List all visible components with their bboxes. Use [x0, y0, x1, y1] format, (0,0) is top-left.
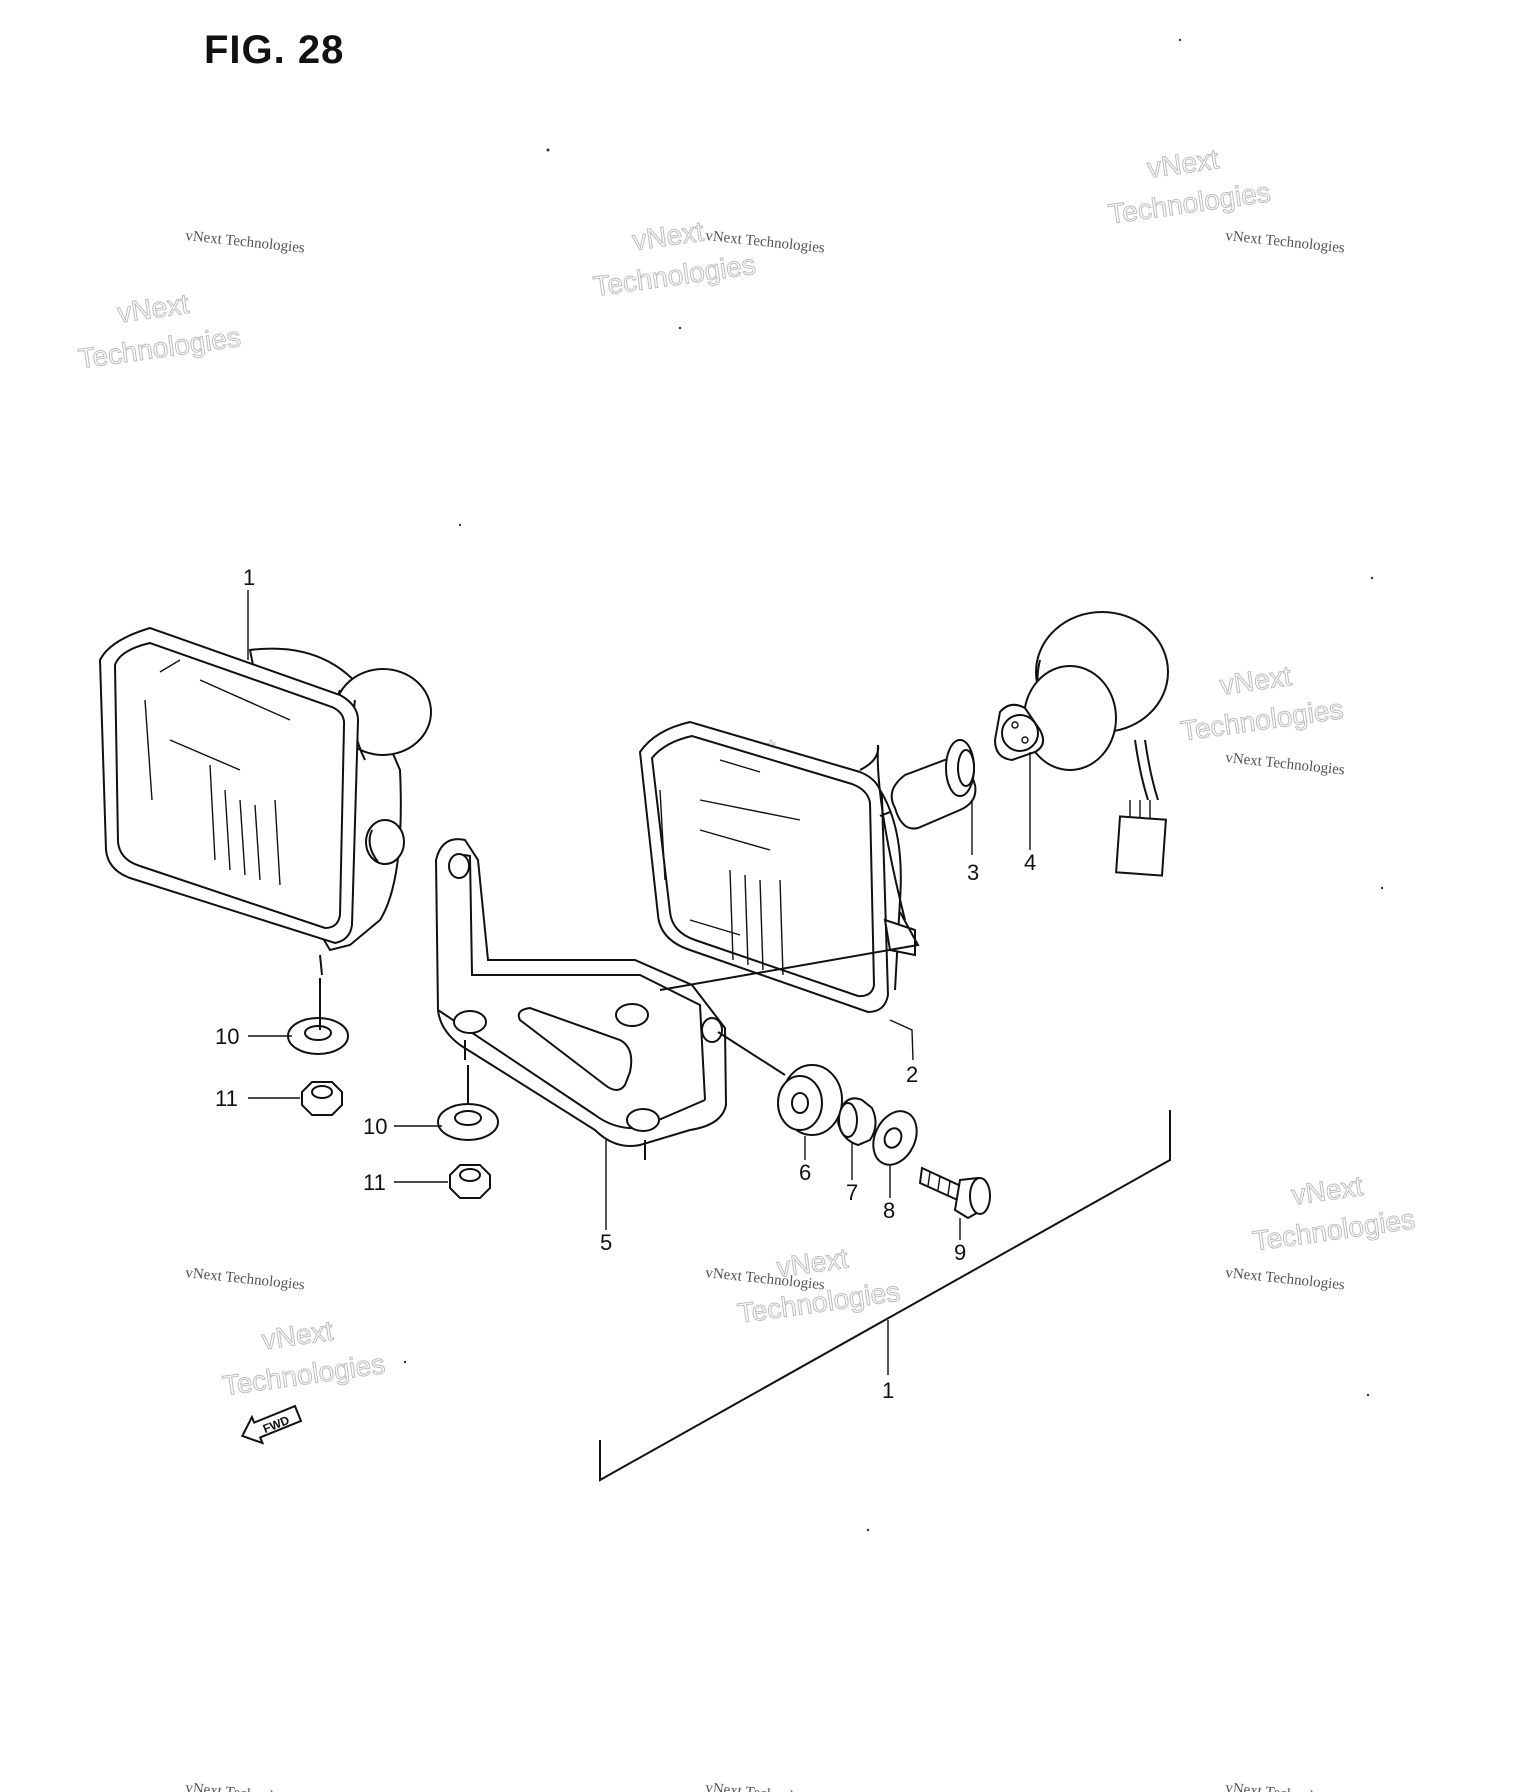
left-nut	[301, 1081, 343, 1116]
left-lamp-assembly	[98, 626, 432, 976]
watermark-6: Technologies vNext	[1178, 660, 1345, 748]
svg-text:vNext: vNext	[1218, 660, 1293, 701]
svg-text:Technologies: Technologies	[221, 1348, 387, 1401]
bulb	[879, 739, 977, 830]
callout-3: 3	[967, 860, 979, 885]
callout-11a: 11	[215, 1086, 238, 1111]
svg-text:vNext Technologies: vNext Technologies	[1225, 228, 1346, 256]
callout-8: 8	[883, 1198, 895, 1223]
svg-text:Technologies: Technologies	[1106, 176, 1272, 229]
mounting-bracket	[434, 838, 728, 1160]
callout-4: 4	[1024, 850, 1036, 875]
watermark-1: Technologies vNext	[76, 288, 243, 376]
callout-7: 7	[846, 1180, 858, 1205]
center-washer	[437, 1103, 499, 1141]
svg-text:vNext: vNext	[1290, 1170, 1365, 1211]
svg-text:Technologies: Technologies	[591, 249, 757, 302]
svg-text:vNext: vNext	[630, 216, 705, 257]
callout-9: 9	[954, 1240, 966, 1265]
callout-1-top: 1	[243, 565, 255, 590]
svg-text:vNext Technologies: vNext Technologies	[1225, 1265, 1346, 1293]
svg-text:vNext Technologies: vNext Technologies	[705, 1780, 826, 1792]
center-nut	[449, 1164, 491, 1199]
svg-text:vNext: vNext	[260, 1315, 335, 1356]
washer-8	[872, 1110, 918, 1166]
fwd-label: FWD	[261, 1413, 292, 1436]
svg-text:Technologies: Technologies	[76, 321, 242, 374]
svg-text:Technologies: Technologies	[1251, 1203, 1417, 1256]
right-lamp-assembly	[638, 720, 916, 1014]
callout-10a: 10	[215, 1024, 239, 1049]
svg-text:Technologies: Technologies	[1179, 693, 1345, 746]
svg-text:vNext Technologies: vNext Technologies	[1225, 1780, 1346, 1792]
assembly-bracket-line	[599, 1110, 1171, 1482]
svg-text:vNext Technologies: vNext Technologies	[1225, 750, 1346, 778]
socket	[993, 611, 1169, 877]
callout-6: 6	[799, 1160, 811, 1185]
fwd-arrow: FWD	[240, 1404, 303, 1445]
grommet	[777, 1064, 843, 1136]
left-washer	[287, 1017, 349, 1055]
watermark-9: Technologies vNext	[1250, 1170, 1417, 1258]
svg-text:vNext: vNext	[1145, 143, 1220, 184]
figure-title: FIG. 28	[204, 28, 345, 72]
svg-text:vNext Technologies: vNext Technologies	[185, 228, 306, 256]
watermark-3: Technologies vNext	[1106, 143, 1273, 231]
collar	[836, 1097, 877, 1147]
callout-10b: 10	[363, 1114, 387, 1139]
svg-text:vNext Technologies: vNext Technologies	[185, 1265, 306, 1293]
watermark-captions: vNext Technologies vNext Technologies vN…	[185, 228, 1346, 1792]
callout-11b: 11	[363, 1170, 386, 1195]
callout-5: 5	[600, 1230, 612, 1255]
bracket-leader-line	[659, 911, 920, 991]
callout-2: 2	[906, 1062, 918, 1087]
bolt	[918, 1166, 991, 1220]
scan-specks	[403, 38, 1384, 1532]
watermark-7: Technologies vNext	[220, 1314, 387, 1402]
callout-1-bottom: 1	[882, 1378, 894, 1403]
watermark-2: Technologies vNext	[591, 215, 758, 303]
leader-2	[889, 1019, 914, 1061]
svg-text:vNext Technologies: vNext Technologies	[185, 1780, 306, 1792]
svg-text:vNext: vNext	[115, 288, 190, 329]
